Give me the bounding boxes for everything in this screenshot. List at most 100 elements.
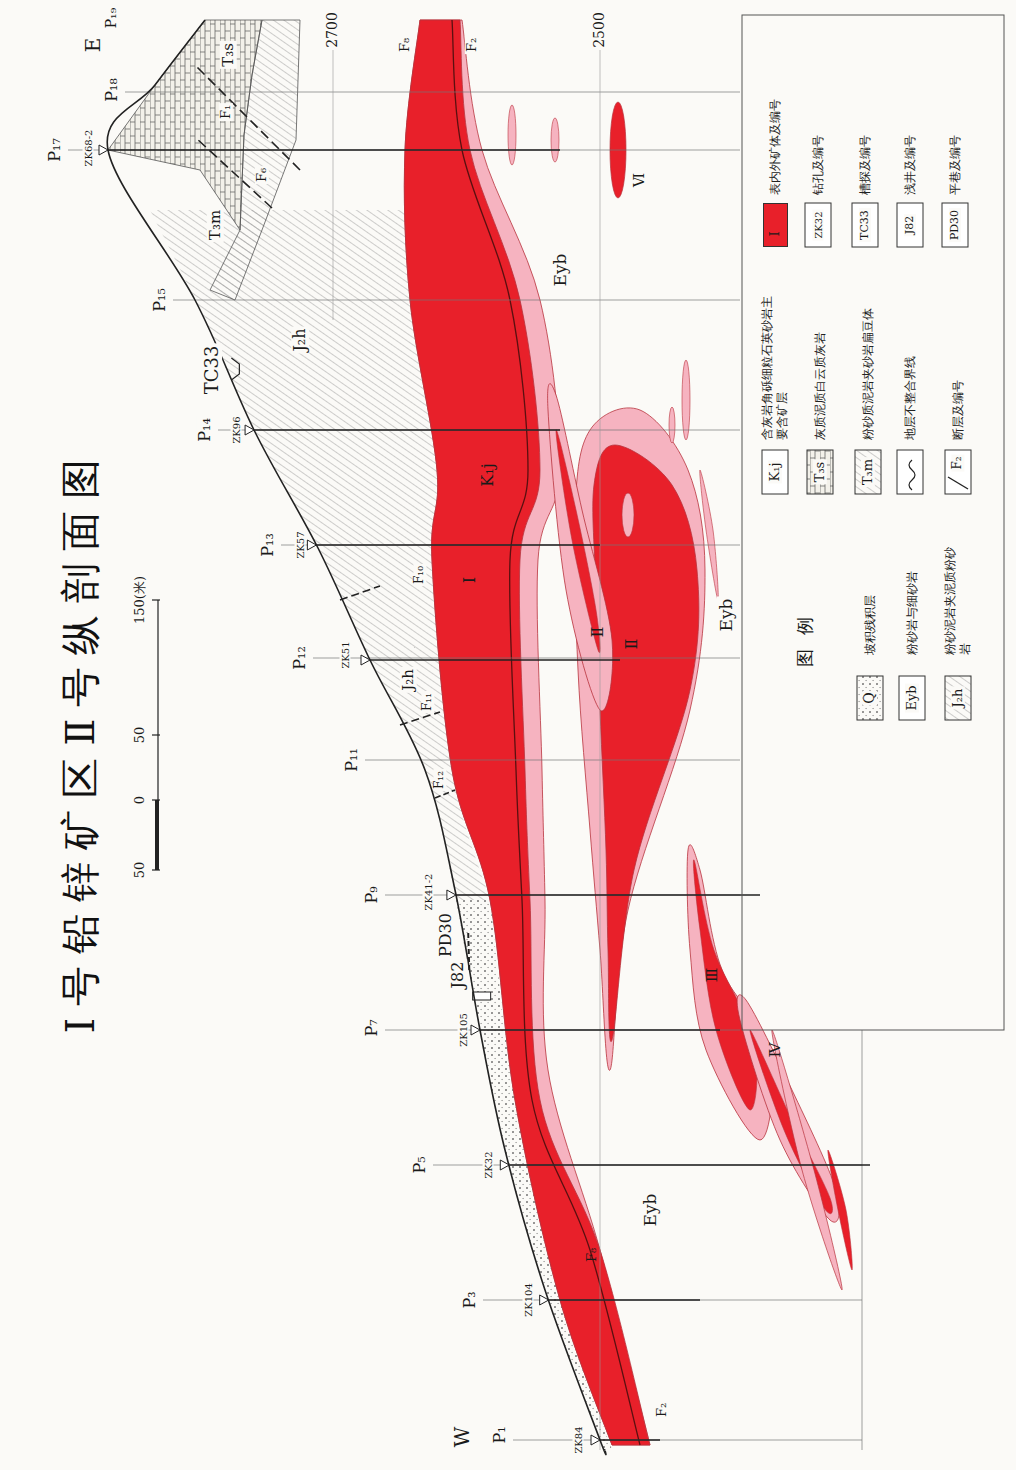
legend-sample-code: T₃m (861, 457, 875, 487)
legend-text: 浅井及编号 (903, 65, 918, 195)
legend-text: 坡积残积层 (863, 545, 878, 655)
drill-hole-id: ZK84 (573, 1424, 584, 1455)
legend-sample-box (897, 450, 923, 494)
legend-sample-box (857, 676, 883, 720)
scale-label: 0 (133, 794, 147, 806)
profile-line (68, 150, 740, 151)
profile-number: P₁₉ (104, 6, 119, 31)
legend-text: 灰质泥质白云质灰岩 (813, 290, 828, 440)
legend-sample-code: PD30 (949, 208, 961, 242)
profile-line (218, 430, 740, 431)
fault-id: F₁ (219, 103, 233, 121)
elevation-label: 2500 (592, 10, 607, 50)
legend-sample-code: F₂ (951, 454, 964, 471)
drill-hole (480, 1029, 720, 1031)
profile-number: P₉ (363, 884, 381, 905)
legend-sample-box (852, 203, 878, 247)
drill-hole-id: ZK105 (458, 1011, 469, 1049)
scale-label: 150(米) (133, 574, 147, 626)
legend-text: 地层不整合界线 (903, 290, 918, 440)
legend-frame (742, 15, 1004, 1030)
legend-sample-box (805, 203, 831, 247)
fault-line (400, 712, 440, 725)
drill-hole-id: ZK96 (231, 414, 242, 445)
trench-id: TC33 (202, 344, 222, 397)
profile-number: P₁₂ (291, 644, 309, 672)
fault-id: F₁₁ (421, 691, 434, 713)
orebody-outer (682, 360, 690, 440)
unconformity-sample (909, 460, 915, 490)
legend-sample-code: J82 (904, 214, 916, 236)
profile-number: P₁₃ (259, 531, 277, 559)
orebody (593, 445, 699, 1042)
drill-hole-id: ZK51 (340, 639, 351, 670)
legend-text: 粉砂泥岩夹泥质粉砂岩 (943, 545, 973, 655)
orebody-outer (622, 493, 634, 537)
fault-id: F₂ (465, 36, 479, 54)
drill-hole-id: ZK68-2 (83, 128, 94, 169)
scale-label: 50 (133, 725, 147, 746)
stratum-code: T₃m (207, 208, 224, 242)
adit-id: PD30 (437, 911, 455, 959)
profile-number: P₅ (411, 1154, 429, 1175)
profile-number: P₁₁ (343, 746, 361, 774)
profile-number: P₇ (363, 1017, 381, 1038)
shaft (473, 992, 491, 1000)
drill-hole-id: ZK104 (523, 1281, 534, 1319)
legend-swatch (763, 203, 788, 247)
legend-sample-box (855, 450, 881, 494)
orebody-id: Ⅱ (623, 637, 641, 652)
legend-sample-code: TC33 (859, 208, 871, 242)
orebody-id: Ⅰ (461, 575, 479, 585)
legend-sample-code: Eyb (905, 683, 919, 712)
legend-text: 钻孔及编号 (811, 65, 826, 195)
stratum-code: Eyb (717, 597, 736, 634)
profile-number: P₁₅ (151, 286, 169, 314)
elevation-line (333, 50, 334, 320)
orebody-outer (548, 384, 613, 711)
stratum-code: Eyb (551, 252, 570, 289)
scale-label: 50 (133, 860, 147, 881)
elevation-line (600, 50, 601, 1450)
orebody-outer (700, 470, 718, 600)
legend-text: 粉砂岩与细砂岩 (905, 545, 920, 655)
profile-line (513, 1440, 862, 1441)
drill-hole (549, 1299, 700, 1301)
legend-sample-code: K₁j (768, 461, 782, 484)
legend-sample-box (897, 203, 923, 247)
profile-line (313, 658, 740, 659)
drill-hole (254, 429, 560, 431)
profile-number: P₃ (461, 1289, 479, 1310)
orebody-id: Ⅱ (589, 625, 607, 640)
profile-line (173, 300, 740, 301)
legend-sample-code: J₂h (951, 687, 965, 710)
legend-text: 含灰岩角砾细粒石英砂岩主要含矿层 (760, 290, 790, 440)
fault-line (196, 138, 272, 208)
legend-title: 图例 (795, 601, 815, 669)
drill-hole (600, 1439, 660, 1441)
elevation-label: 2700 (325, 10, 340, 50)
trench (231, 358, 239, 380)
drill-hole-id: ZK57 (295, 529, 306, 560)
legend-sample-box (807, 450, 833, 494)
direction-label: W (451, 1425, 473, 1450)
orebody (828, 1150, 852, 1270)
stratum-code: Eyb (641, 1192, 660, 1229)
ground-surface (107, 20, 606, 1455)
legend-text: 平巷及编号 (948, 65, 963, 195)
drill-hole-id: ZK41-2 (423, 872, 434, 913)
orebody (556, 430, 600, 653)
fault-sample (948, 477, 968, 489)
fault-id: F₆ (255, 166, 269, 184)
fault-id: F₁₀ (413, 564, 426, 586)
drill-hole (108, 149, 560, 151)
legend-sample-box (899, 676, 925, 720)
drill-hole (316, 544, 600, 546)
profile-line (281, 545, 740, 546)
scale-tick (152, 869, 160, 870)
fault-line (195, 65, 300, 170)
legend-sample-code: Ⅰ (768, 229, 782, 238)
orebody-outer (687, 845, 773, 1140)
legend-text: 表内外矿体及编号 (768, 65, 783, 195)
